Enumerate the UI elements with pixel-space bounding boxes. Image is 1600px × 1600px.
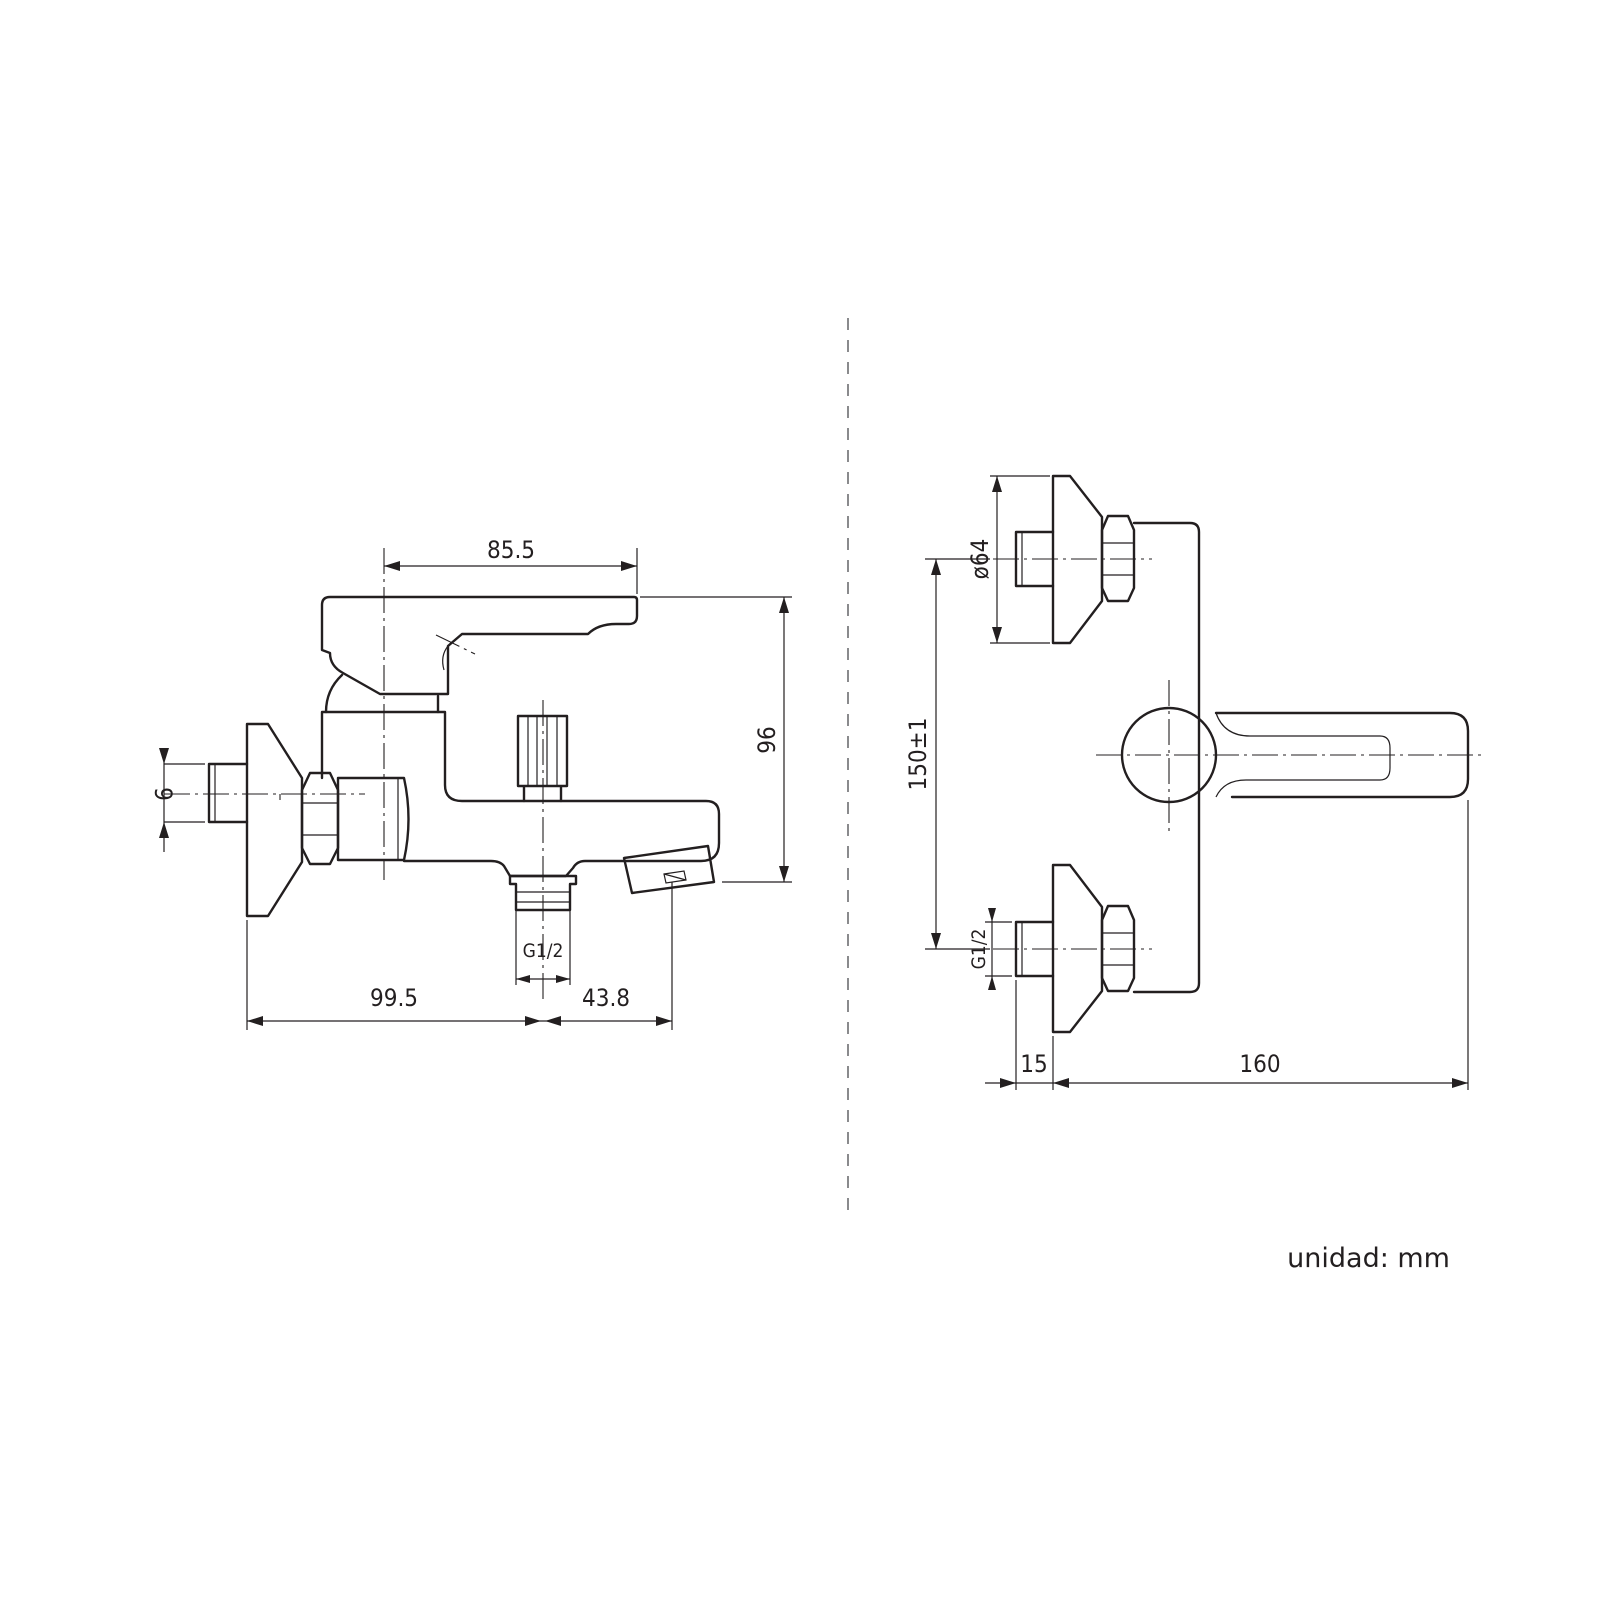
dim-eccentric-depth: 15 <box>1020 1050 1047 1078</box>
side-diverter-knob <box>516 714 569 803</box>
front-body-bar <box>1132 521 1201 994</box>
side-inlet-pipe <box>207 762 249 824</box>
front-top-flange <box>1051 474 1104 645</box>
side-wall-flange <box>245 722 304 918</box>
dim-inlet-thread: G1/2 <box>968 929 990 970</box>
side-view: 85.5 96 9 G1/2 99.5 43.8 <box>149 536 792 1030</box>
dim-flange-diameter: ø64 <box>966 539 994 580</box>
dim-height: 96 <box>753 726 781 753</box>
front-top-nut <box>1100 514 1136 603</box>
dim-outlet-thread: G1/2 <box>523 940 564 962</box>
front-bottom-flange <box>1051 863 1104 1034</box>
side-mixer-body <box>320 710 721 878</box>
unit-label: unidad: mm <box>1287 1243 1450 1274</box>
dim-lever-reach: 85.5 <box>487 536 535 564</box>
dim-inlet-offset: 9 <box>149 787 177 801</box>
dim-inlet-spacing: 150±1 <box>904 717 932 790</box>
side-lever-handle <box>320 595 639 696</box>
side-spout-aerator <box>622 844 716 895</box>
dim-wall-to-outlet: 99.5 <box>370 984 418 1012</box>
side-hex-nut <box>300 771 340 866</box>
side-cartridge-neck <box>324 673 440 714</box>
dim-projection: 160 <box>1239 1050 1280 1078</box>
front-bottom-nut <box>1100 904 1136 993</box>
dim-outlet-to-spout: 43.8 <box>582 984 630 1012</box>
front-view: ø64 150±1 G1/2 15 160 <box>904 474 1482 1090</box>
